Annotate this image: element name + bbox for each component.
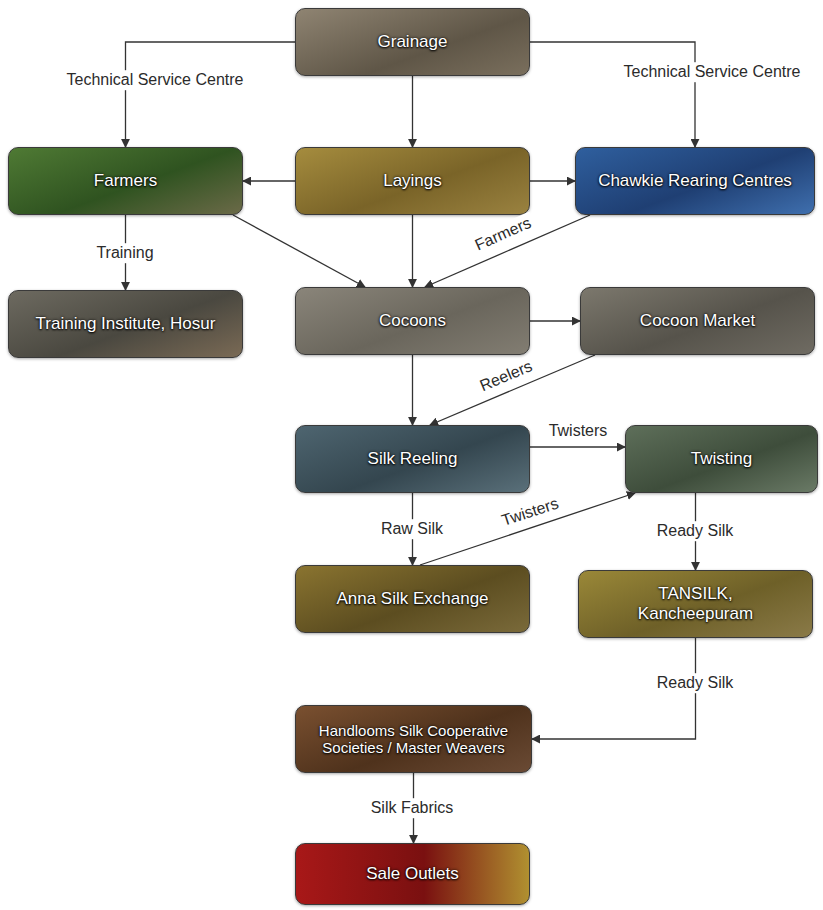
- flow-arrow: [412, 76, 413, 147]
- flow-arrow: [532, 638, 696, 739]
- flow-arrow: [233, 215, 365, 287]
- node-label: Silk Reeling: [368, 449, 458, 469]
- photo-process-box: Farmers: [8, 147, 243, 215]
- edge-label: Twisters: [546, 421, 611, 441]
- node-label: Grainage: [378, 32, 448, 52]
- flow-arrow: [430, 355, 595, 425]
- edge-label: Ready Silk: [654, 673, 736, 693]
- flow-arrow: [412, 215, 413, 287]
- photo-process-box: Sale Outlets: [295, 843, 530, 905]
- photo-process-box: Twisting: [625, 425, 818, 493]
- photo-process-box: Anna Silk Exchange: [295, 565, 530, 633]
- flow-arrow: [243, 180, 295, 181]
- node-label: Handlooms Silk Cooperative Societies / M…: [304, 722, 523, 757]
- photo-process-box: Chawkie Rearing Centres: [575, 147, 815, 215]
- photo-process-box: Cocoons: [295, 287, 530, 355]
- flow-arrow: [530, 42, 695, 147]
- edge-label: Raw Silk: [378, 519, 446, 539]
- photo-process-box: Layings: [295, 147, 530, 215]
- edge-label: Technical Service Centre: [64, 70, 247, 90]
- flow-arrow: [125, 215, 126, 290]
- edge-label: Farmers: [469, 212, 537, 257]
- node-label: Sale Outlets: [366, 864, 459, 884]
- flow-arrow: [412, 493, 413, 565]
- node-label: Cocoon Market: [640, 311, 755, 331]
- node-label: TANSILK, Kancheepuram: [621, 584, 771, 623]
- photo-process-box: Handlooms Silk Cooperative Societies / M…: [295, 705, 532, 773]
- photo-process-box: Cocoon Market: [580, 287, 815, 355]
- node-label: Layings: [383, 171, 442, 191]
- flow-arrow: [126, 42, 296, 147]
- node-label: Twisting: [691, 449, 752, 469]
- node-label: Anna Silk Exchange: [336, 589, 488, 609]
- edge-label: Twisters: [496, 493, 564, 532]
- photo-process-box: Grainage: [295, 8, 530, 76]
- node-label: Training Institute, Hosur: [36, 314, 216, 334]
- photo-process-box: Training Institute, Hosur: [8, 290, 243, 358]
- node-label: Chawkie Rearing Centres: [598, 171, 792, 191]
- edge-label: Silk Fabrics: [368, 798, 457, 818]
- flow-arrow: [425, 215, 590, 287]
- photo-process-box: TANSILK, Kancheepuram: [578, 570, 813, 638]
- photo-process-box: Silk Reeling: [295, 425, 530, 493]
- flow-arrow: [413, 773, 414, 843]
- edge-label: Ready Silk: [654, 521, 736, 541]
- flow-arrow: [412, 355, 413, 425]
- edge-label: Reelers: [474, 355, 538, 397]
- edge-label: Technical Service Centre: [621, 62, 804, 82]
- connector-group: [126, 42, 696, 843]
- edge-label: Training: [93, 243, 156, 263]
- flow-arrow: [530, 446, 625, 447]
- node-label: Cocoons: [379, 311, 446, 331]
- flow-arrow: [420, 493, 635, 565]
- flow-arrow: [530, 320, 580, 321]
- flow-arrow: [695, 493, 696, 570]
- flow-arrow: [530, 180, 575, 181]
- node-label: Farmers: [94, 171, 157, 191]
